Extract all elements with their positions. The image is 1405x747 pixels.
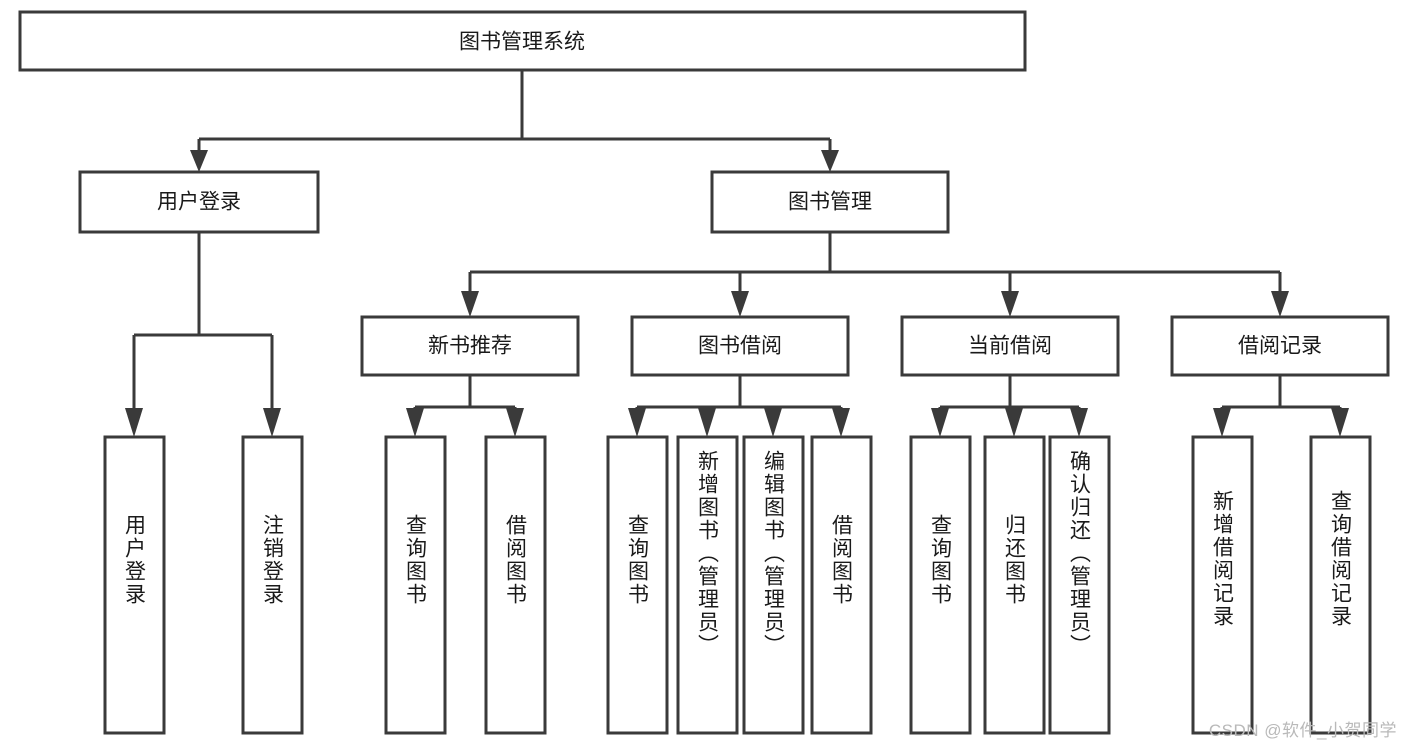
node-leaf-query-record-box[interactable]: [1309, 435, 1372, 735]
node-leaf-user-login-box[interactable]: [103, 435, 166, 735]
node-current-borrow-label: 当前借阅: [968, 335, 1052, 358]
node-leaf-borrow-book-1-label: 借阅图书: [504, 514, 528, 606]
node-leaf-query-book-1[interactable]: 查询图书: [384, 435, 447, 735]
arrow-head-leaf-return-book: [1005, 408, 1023, 437]
arrow-head-leaf-add-record: [1213, 408, 1231, 437]
node-leaf-borrow-book-2-box[interactable]: [810, 435, 873, 735]
arrow-head-book-borrow: [731, 291, 749, 317]
node-leaf-return-book-label: 归还图书: [1003, 514, 1027, 606]
node-current-borrow[interactable]: 当前借阅: [900, 315, 1120, 377]
connector-layer: [125, 70, 1349, 437]
arrow-head-leaf-logout: [263, 408, 281, 437]
node-leaf-user-login[interactable]: 用户登录: [103, 435, 166, 735]
node-leaf-return-book[interactable]: 归还图书: [983, 435, 1046, 735]
node-leaf-query-book-1-box[interactable]: [384, 435, 447, 735]
node-new-book-rec-label: 新书推荐: [428, 335, 512, 358]
node-leaf-query-book-3[interactable]: 查询图书: [909, 435, 972, 735]
node-new-book-rec-box[interactable]: [360, 315, 580, 377]
node-leaf-borrow-book-1[interactable]: 借阅图书: [484, 435, 547, 735]
node-leaf-query-book-3-box[interactable]: [909, 435, 972, 735]
node-leaf-add-book-label: 新增图书（管理员）: [696, 450, 720, 657]
node-leaf-add-record-label: 新增借阅记录: [1211, 490, 1235, 628]
arrow-head-leaf-borrow-book-2: [832, 408, 850, 437]
node-book-manage[interactable]: 图书管理: [710, 170, 950, 234]
arrow-head-leaf-query-book-2: [628, 408, 646, 437]
node-leaf-add-record[interactable]: 新增借阅记录: [1191, 435, 1254, 735]
node-leaf-query-book-1-label: 查询图书: [404, 514, 428, 606]
node-leaf-query-book-2-label: 查询图书: [626, 514, 650, 606]
node-leaf-confirm-return[interactable]: 确认归还（管理员）: [1048, 435, 1111, 735]
node-borrow-record[interactable]: 借阅记录: [1170, 315, 1390, 377]
node-book-manage-box[interactable]: [710, 170, 950, 234]
node-leaf-query-book-2[interactable]: 查询图书: [606, 435, 669, 735]
arrow-head-leaf-edit-book: [764, 408, 782, 437]
node-leaf-edit-book-label: 编辑图书（管理员）: [762, 450, 786, 657]
node-root-box[interactable]: [18, 10, 1027, 72]
csdn-watermark: CSDN @软件_小贺同学: [1208, 721, 1397, 740]
node-leaf-confirm-return-label: 确认归还（管理员）: [1068, 450, 1092, 657]
node-leaf-edit-book[interactable]: 编辑图书（管理员）: [742, 435, 805, 735]
arrow-head-book-manage: [821, 150, 839, 172]
node-leaf-logout-label: 注销登录: [261, 514, 285, 606]
node-leaf-add-record-box[interactable]: [1191, 435, 1254, 735]
node-leaf-add-book-box[interactable]: [676, 435, 739, 735]
arrow-head-leaf-borrow-book-1: [506, 408, 524, 437]
node-leaf-query-record[interactable]: 查询借阅记录: [1309, 435, 1372, 735]
node-root-label: 图书管理系统: [459, 31, 585, 54]
node-leaf-user-login-label: 用户登录: [123, 514, 147, 606]
node-current-borrow-box[interactable]: [900, 315, 1120, 377]
arrow-head-leaf-query-record: [1331, 408, 1349, 437]
node-leaf-query-book-3-label: 查询图书: [929, 514, 953, 606]
node-leaf-return-book-box[interactable]: [983, 435, 1046, 735]
arrow-head-new-book-rec: [461, 291, 479, 317]
node-leaf-query-book-2-box[interactable]: [606, 435, 669, 735]
node-leaf-query-record-label: 查询借阅记录: [1329, 490, 1353, 628]
node-user-login[interactable]: 用户登录: [78, 170, 320, 234]
node-leaf-borrow-book-2-label: 借阅图书: [830, 514, 854, 606]
node-new-book-rec[interactable]: 新书推荐: [360, 315, 580, 377]
arrow-head-current-borrow: [1001, 291, 1019, 317]
arrow-head-leaf-query-book-1: [406, 408, 424, 437]
node-leaf-confirm-return-box[interactable]: [1048, 435, 1111, 735]
node-leaf-borrow-book-2[interactable]: 借阅图书: [810, 435, 873, 735]
arrow-head-leaf-query-book-3: [931, 408, 949, 437]
node-borrow-record-box[interactable]: [1170, 315, 1390, 377]
arrow-head-leaf-confirm-return: [1070, 408, 1088, 437]
node-root[interactable]: 图书管理系统: [18, 10, 1027, 72]
node-leaf-edit-book-box[interactable]: [742, 435, 805, 735]
node-book-borrow-box[interactable]: [630, 315, 850, 377]
arrow-head-borrow-record: [1271, 291, 1289, 317]
node-user-login-box[interactable]: [78, 170, 320, 234]
arrow-head-leaf-add-book: [698, 408, 716, 437]
arrow-head-leaf-user-login: [125, 408, 143, 437]
node-book-borrow[interactable]: 图书借阅: [630, 315, 850, 377]
node-leaf-logout-box[interactable]: [241, 435, 304, 735]
node-leaf-logout[interactable]: 注销登录: [241, 435, 304, 735]
node-leaf-borrow-book-1-box[interactable]: [484, 435, 547, 735]
arrow-head-user-login: [190, 150, 208, 172]
node-book-borrow-label: 图书借阅: [698, 335, 782, 358]
node-leaf-add-book[interactable]: 新增图书（管理员）: [676, 435, 739, 735]
node-borrow-record-label: 借阅记录: [1238, 335, 1322, 358]
node-book-manage-label: 图书管理: [788, 191, 872, 214]
node-user-login-label: 用户登录: [157, 191, 241, 214]
